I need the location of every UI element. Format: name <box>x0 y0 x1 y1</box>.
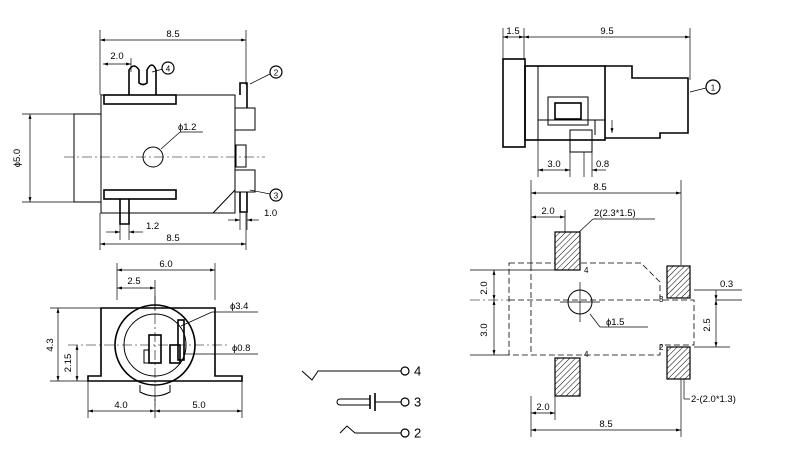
dim-body-diameter: ɸ5.0 <box>12 149 23 167</box>
dim-pcb-hole: ɸ1.5 <box>606 317 624 328</box>
pad-label-top-left: 4 <box>584 266 589 275</box>
front-view-bottom-left: 6.0 2.5 ɸ3.4 ɸ0.8 4.3 2.15 <box>45 259 258 418</box>
schematic-label-3: 3 <box>414 395 421 410</box>
callout-label-2: 2 <box>274 69 279 78</box>
side-view-top-left: 8.5 2.0 ɸ1.2 ɸ5.0 <box>12 29 283 250</box>
dim-body-length: 9.5 <box>600 26 613 37</box>
callout-circle-3 <box>269 188 283 202</box>
dim-pcb-pad-offset: 2.0 <box>541 206 554 217</box>
pad-label-top-right: 3 <box>659 295 664 304</box>
dim-front-left: 4.0 <box>114 400 127 411</box>
dim-pin-offset: 3.0 <box>547 159 560 170</box>
callout-label-3: 3 <box>274 192 279 201</box>
callout-circle-2 <box>269 65 283 79</box>
schematic-label-4: 4 <box>414 364 421 379</box>
dim-pcb-left-lower: 3.0 <box>479 323 490 336</box>
dim-front-width: 6.0 <box>159 259 172 270</box>
schematic-label-2: 2 <box>414 426 421 441</box>
dim-hole-diameter: ɸ1.2 <box>178 122 196 133</box>
pcb-footprint: 8.5 2.0 2(2.3*1.5) 4 3 4 2 ɸ1.5 <box>470 180 742 437</box>
dim-pin-diameter: ɸ0.8 <box>232 343 250 354</box>
pad-label-bottom-left: 4 <box>584 350 589 359</box>
dim-bottom-length: 8.5 <box>166 233 179 244</box>
callout-circle-1 <box>705 79 721 95</box>
callout-label-1: 1 <box>711 84 716 93</box>
dim-large-pad-size: 2(2.3*1.5) <box>594 208 636 219</box>
dim-pcb-bottom-offset: 2.0 <box>536 402 549 413</box>
dim-pcb-right-pad-offset: 0.3 <box>720 279 733 290</box>
dim-flange-width: 1.5 <box>506 26 519 37</box>
dim-pin4-offset: 2.0 <box>110 51 123 62</box>
dim-center-offset: 2.5 <box>127 276 140 287</box>
dim-pcb-overall-top: 8.5 <box>593 182 606 193</box>
dim-small-pad-size: 2-(2.0*1.3) <box>691 394 736 405</box>
dim-overall-length: 8.5 <box>166 29 179 40</box>
dim-center-height: 2.15 <box>63 354 74 373</box>
dim-bore-diameter: ɸ3.4 <box>230 301 248 312</box>
dim-pcb-left-upper: 2.0 <box>479 281 490 294</box>
callout-circle-4 <box>161 61 175 75</box>
dim-pcb-overall-bottom: 8.5 <box>599 419 612 430</box>
callout-label-4: 4 <box>166 65 171 74</box>
pad-label-bottom-right: 2 <box>659 343 664 352</box>
pin-schematic: 4 3 2 <box>301 364 421 441</box>
dim-pcb-right-spacing: 2.5 <box>702 318 713 331</box>
top-view-top-right: 1.5 9.5 3.0 0.8 1 <box>502 26 721 177</box>
dim-pin-thickness-right: 0.8 <box>596 159 609 170</box>
dim-front-right: 5.0 <box>192 400 205 411</box>
dim-front-height: 4.3 <box>45 338 56 351</box>
dim-pin-width: 1.2 <box>146 221 159 232</box>
dim-pin-thickness: 1.0 <box>264 208 277 219</box>
